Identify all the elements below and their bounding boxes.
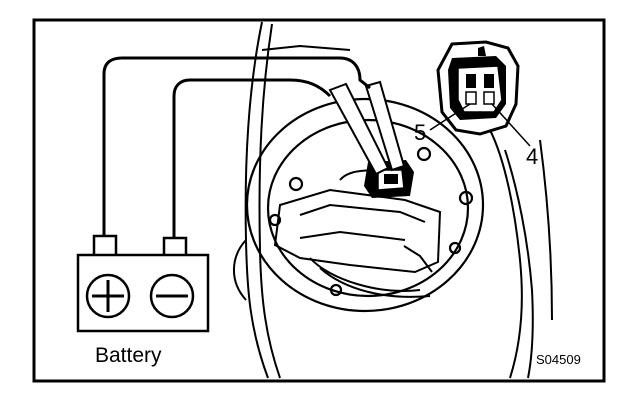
callout-5-leader	[429, 103, 471, 131]
bolt-hole	[329, 283, 343, 297]
battery	[76, 234, 210, 333]
bolt-hole	[448, 241, 462, 255]
figure-frame	[32, 18, 606, 383]
callout-4-leader	[491, 103, 531, 147]
figure-code: S04509	[536, 352, 581, 367]
bolt-hole	[416, 146, 432, 162]
test-probes	[328, 80, 406, 176]
bolt-hole	[268, 213, 282, 227]
bolt-hole	[288, 176, 304, 192]
minus-icon	[149, 273, 195, 319]
positive-lead-wire	[102, 56, 371, 236]
bolt-hole	[458, 190, 474, 206]
callout-5: 5	[414, 120, 426, 145]
pump-flange	[245, 97, 485, 313]
battery-label: Battery	[95, 344, 162, 367]
battery-positive-post	[92, 234, 118, 258]
callout-4: 4	[526, 144, 538, 169]
negative-lead-wire	[172, 78, 332, 238]
plus-icon	[85, 273, 131, 319]
battery-negative-post	[162, 236, 188, 258]
